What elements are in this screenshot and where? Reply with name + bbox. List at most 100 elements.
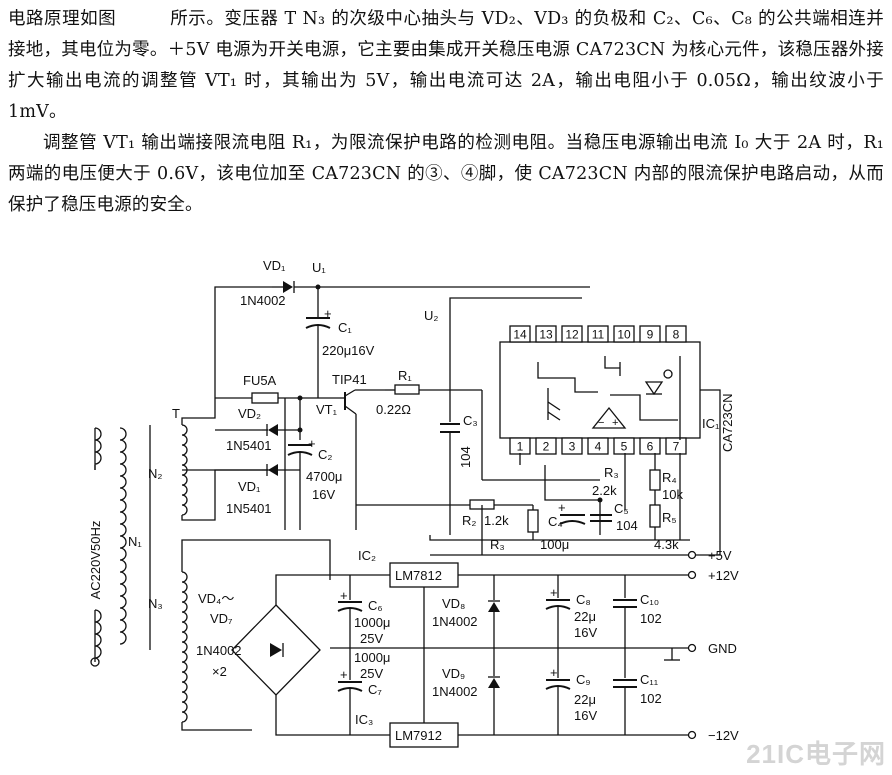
ic-pin-box: [561, 437, 583, 455]
c4-value: 100μ: [540, 537, 569, 552]
ic3-label: IC₃: [355, 712, 373, 727]
vd1-mid-part: 1N5401: [226, 501, 272, 516]
ic-pin-box: [509, 325, 531, 343]
secondary-windings: T N₂ N₃: [148, 286, 300, 723]
svg-text:+: +: [324, 306, 332, 321]
bridge-label: VD₄～: [198, 591, 234, 606]
c10-label: C₁₀: [640, 592, 659, 607]
r1-label: R₁: [398, 368, 412, 383]
ic-pin-number: 3: [569, 440, 576, 454]
svg-text:+: +: [308, 436, 316, 451]
fuse-label: FU5A: [243, 373, 277, 388]
ic-pin-box: [587, 325, 609, 343]
u2-line: U₂ C₃ 104: [424, 297, 582, 535]
vd1-mid-label: VD₁: [238, 479, 261, 494]
vd8-label: VD₈: [442, 596, 465, 611]
c6-label: C₆: [368, 598, 383, 613]
r3-top-label: R₃: [604, 465, 619, 480]
fuse-rectifier: FU5A VD₂ 1N5401 VD₁ 1N5401 + C₂ 4700μ 16…: [215, 373, 342, 530]
ic-pin-number: 13: [539, 328, 553, 342]
ic1-part: CA723CN: [720, 393, 735, 452]
n2-label: N₂: [148, 466, 162, 481]
c10-value: 102: [640, 611, 662, 626]
r1-value: 0.22Ω: [376, 402, 411, 417]
r4-value: 10k: [662, 487, 683, 502]
c7-volt: 25V: [360, 666, 383, 681]
vd9-part: 1N4002: [432, 684, 478, 699]
c5-value: 104: [616, 518, 638, 533]
c7-label: C₇: [368, 682, 382, 697]
c9-volt: 16V: [574, 708, 597, 723]
ic-pin-number: 8: [673, 328, 680, 342]
vd9-label: VD₉: [442, 666, 465, 681]
svg-text:−: −: [598, 417, 604, 429]
paragraph-current-limit: 调整管 VT₁ 输出端接限流电阻 R₁，为限流保护电路的检测电阻。当稳压电源输出…: [8, 133, 884, 215]
ic-pin-number: 10: [617, 328, 631, 342]
vd2-part: 1N5401: [226, 438, 272, 453]
svg-text:+: +: [340, 667, 348, 682]
bridge-label2: VD₇: [210, 611, 233, 626]
ic1-label: IC₁: [702, 416, 720, 431]
n3-label: N₃: [148, 596, 163, 611]
c6-value: 1000μ: [354, 615, 390, 630]
vd1-top-part: 1N4002: [240, 293, 286, 308]
vd1-top-diode: VD₁ 1N4002 U₁: [240, 258, 590, 308]
u2-label: U₂: [424, 308, 438, 323]
ic-pin-box: [665, 437, 687, 455]
ic-pin-number: 1: [517, 440, 524, 454]
c8-label: C₈: [576, 592, 591, 607]
ic-pin-number: 4: [595, 440, 602, 454]
c3-label: C₃: [463, 413, 478, 428]
ic2-label: IC₂: [358, 548, 376, 563]
r5-value: 4.3k: [654, 537, 679, 552]
tip41-label: TIP41: [332, 372, 367, 387]
c3-value: 104: [458, 446, 473, 468]
feedback-network: R₂ 1.2k R₃ + C₄ 100μ C₅ 104 R₃ 2.2k R₄ 1…: [356, 389, 721, 556]
c2-volt: 16V: [312, 487, 335, 502]
circuit-schematic: AC220V50Hz N₁ T N₂ N₃ VD₁ 1N4002 U₁ + C₁…: [88, 258, 739, 748]
c7-value: 1000μ: [354, 650, 390, 665]
c2-value: 4700μ: [306, 469, 342, 484]
c2-label: C₂: [318, 447, 332, 462]
svg-text:+: +: [340, 588, 348, 603]
lm7812-label: LM7812: [395, 568, 442, 583]
transformer-label: T: [172, 406, 180, 421]
svg-text:+: +: [558, 500, 566, 515]
lm7912-label: LM7912: [395, 728, 442, 743]
ic-pin-box: [665, 325, 687, 343]
r2-label: R₂: [462, 513, 476, 528]
ic-pin-number: 7: [673, 440, 680, 454]
ic-pin-box: [613, 325, 635, 343]
c5-label: C₅: [614, 501, 629, 516]
ic-pin-box: [561, 325, 583, 343]
r3-bottom-label: R₃: [490, 537, 505, 552]
out-5v-label: +5V: [708, 548, 732, 563]
paragraph-principle: 电路原理如图 所示。变压器 T N₃ 的次级中心抽头与 VD₂、VD₃ 的负极和…: [8, 9, 884, 122]
r5-label: R₅: [662, 510, 677, 525]
c1-capacitor: + C₁ 220μ16V: [305, 287, 375, 398]
ic-pin-number: 5: [621, 440, 628, 454]
ic-pin-number: 11: [592, 328, 605, 342]
c9-label: C₉: [576, 672, 591, 687]
vd1-top-label: VD₁: [263, 258, 286, 273]
site-watermark: 21IC电子网: [746, 739, 886, 769]
bridge-count: ×2: [212, 664, 227, 679]
r4-label: R₄: [662, 470, 677, 485]
c8-volt: 16V: [574, 625, 597, 640]
ic-pin-box: [613, 437, 635, 455]
ic-pin-box: [535, 437, 557, 455]
ic-pin-number: 12: [565, 328, 579, 342]
dual-12v-section: VD₄～ VD₇ 1N4002 ×2 LM7812 IC₂ LM7912 IC₃…: [181, 539, 688, 748]
vt1-transistor: TIP41 VT₁ R₁ 0.22Ω: [316, 368, 483, 530]
svg-text:+: +: [550, 585, 558, 600]
c9-value: 22μ: [574, 692, 596, 707]
c4-label: C₄: [548, 514, 563, 529]
ic-pin-number: 6: [647, 440, 654, 454]
output-terminals: +5V +12V GND −12V: [664, 548, 739, 743]
c1-label: C₁: [338, 320, 352, 335]
svg-text:+: +: [550, 665, 558, 680]
u1-label: U₁: [312, 260, 326, 275]
ic-pin-number: 14: [513, 328, 527, 342]
gnd-label: GND: [708, 641, 737, 656]
